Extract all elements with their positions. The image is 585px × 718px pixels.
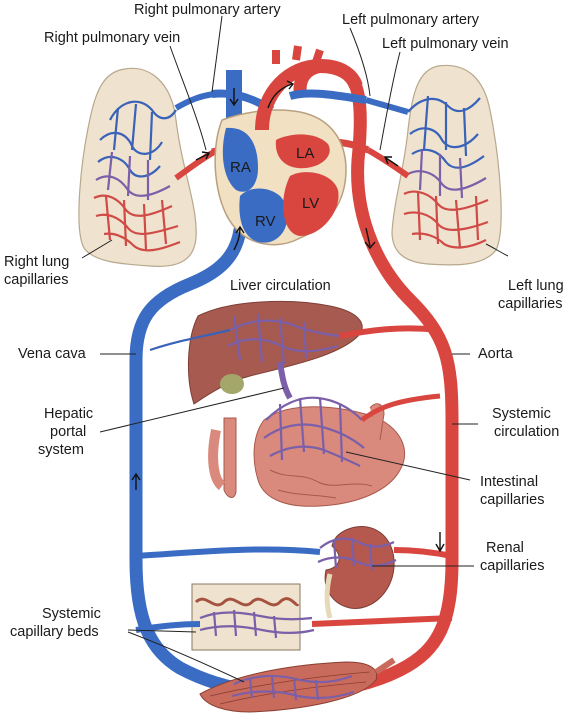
arrow-aorta-down — [435, 532, 445, 553]
hepatic-portal-vein — [277, 361, 293, 400]
arrow-svc — [229, 88, 239, 107]
right-lung-capillary-network — [93, 91, 216, 252]
label-right-lung-capillaries-line2: capillaries — [4, 272, 68, 288]
label-right-pulmonary-artery: Right pulmonary artery — [134, 2, 281, 18]
liver — [187, 300, 363, 405]
muscle — [199, 657, 396, 713]
label-right-pulmonary-vein: Right pulmonary vein — [44, 30, 180, 46]
label-renal-capillaries-line1: Renal — [486, 540, 524, 556]
leader-lines — [81, 15, 509, 683]
left-lung — [391, 64, 502, 266]
label-hepatic-portal-line2: portal — [50, 424, 86, 440]
label-left-lung-capillaries-line1: Left lung — [508, 278, 564, 294]
flow-arrows — [131, 80, 445, 553]
intestinal-capillary-network — [263, 393, 441, 467]
arrow-aortic-arch — [267, 80, 295, 109]
label-intestinal-capillaries-line1: Intestinal — [480, 474, 538, 490]
left-atrium — [275, 134, 330, 169]
left-lung-capillary-network — [365, 95, 489, 249]
right-atrium — [222, 127, 258, 192]
label-left-pulmonary-vein: Left pulmonary vein — [382, 36, 509, 52]
right-lung — [78, 67, 197, 267]
label-rv: RV — [255, 213, 276, 230]
label-liver-circulation: Liver circulation — [230, 278, 331, 294]
label-right-lung-capillaries-line1: Right lung — [4, 254, 69, 270]
label-systemic-circulation-line1: Systemic — [492, 406, 551, 422]
label-left-pulmonary-artery: Left pulmonary artery — [342, 12, 480, 28]
heart — [214, 45, 363, 246]
label-aorta: Aorta — [478, 346, 514, 362]
label-intestinal-capillaries-line2: capillaries — [480, 492, 544, 508]
label-ra: RA — [230, 159, 251, 176]
label-lv: LV — [302, 195, 319, 212]
renal-capillary-network — [135, 537, 453, 571]
tissue-sample — [191, 583, 301, 651]
arrow-descending-aorta — [364, 227, 376, 250]
label-systemic-capillary-beds-line1: Systemic — [42, 606, 101, 622]
label-hepatic-portal-line1: Hepatic — [44, 406, 93, 422]
intestines — [208, 403, 406, 507]
left-ventricle — [283, 172, 339, 236]
label-hepatic-portal-line3: system — [38, 442, 84, 458]
arrow-left-pulm-vein — [383, 156, 399, 167]
pulmonary-trunk-left — [288, 89, 367, 104]
vena-cava-vessel — [129, 223, 269, 699]
arrow-ivc — [233, 225, 245, 251]
right-ventricle — [239, 188, 288, 243]
systemic-capillary-bed-lower — [231, 674, 355, 701]
label-systemic-circulation-line2: circulation — [494, 424, 559, 440]
liver-capillary-network — [149, 313, 441, 365]
gallbladder — [220, 374, 244, 394]
systemic-capillary-bed-upper — [135, 609, 453, 639]
label-systemic-capillary-beds-line2: capillary beds — [10, 624, 99, 640]
label-left-lung-capillaries-line2: capillaries — [498, 296, 562, 312]
label-la: LA — [296, 145, 314, 162]
arrow-right-pulm-vein — [195, 151, 211, 161]
arrow-vena-cava-up — [131, 472, 141, 490]
label-vena-cava: Vena cava — [18, 346, 87, 362]
label-renal-capillaries-line2: capillaries — [480, 558, 544, 574]
